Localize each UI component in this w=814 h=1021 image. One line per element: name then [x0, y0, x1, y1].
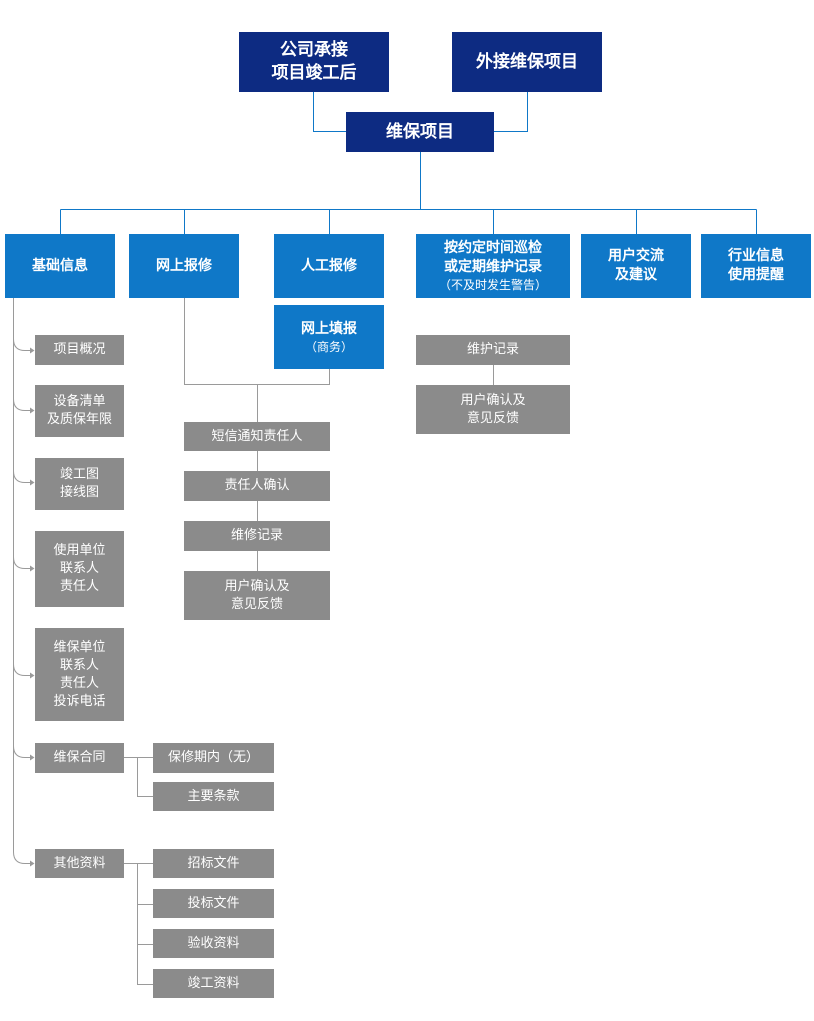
sms-notify-node: 短信通知责任人	[184, 422, 330, 451]
maintenance-unit-line1: 维保单位	[53, 639, 106, 655]
equipment-list-line2: 及质保年限	[46, 412, 112, 427]
maintenance-record-label: 维护记录	[466, 342, 519, 357]
online-fill-node: 网上填报 （商务）	[274, 305, 384, 369]
warranty-period-node: 保修期内（无）	[153, 743, 274, 773]
user-feedback-line2: 及建议	[615, 267, 657, 283]
patrol-node: 按约定时间巡检 或定期维护记录 （不及时发生警告）	[416, 234, 570, 298]
online-fill-note: （商务）	[304, 339, 353, 354]
online-fill-label: 网上填报	[301, 320, 357, 337]
completion-documents-node: 竣工资料	[153, 969, 274, 998]
patrol-user-confirm-line1: 用户确认及	[460, 392, 526, 408]
bid-submission-node: 投标文件	[153, 889, 274, 918]
user-unit-line1: 使用单位	[53, 543, 106, 558]
project-overview-label: 项目概况	[53, 342, 106, 357]
company-projects-line2: 项目竣工后	[271, 63, 357, 83]
sms-notify-label: 短信通知责任人	[211, 428, 303, 444]
manual-repair-label: 人工报修	[301, 257, 357, 274]
company-projects-line1: 公司承接	[280, 40, 348, 60]
patrol-note: （不及时发生警告）	[438, 278, 547, 292]
maintenance-project-node: 维保项目	[346, 112, 494, 152]
completion-drawing-line1: 竣工图	[59, 467, 99, 482]
maintenance-contract-label: 维保合同	[53, 750, 106, 765]
maintenance-contract-node: 维保合同	[35, 743, 124, 773]
main-terms-label: 主要条款	[187, 788, 240, 804]
user-unit-line2: 联系人	[59, 561, 99, 576]
patrol-user-confirm-node: 用户确认及 意见反馈	[416, 385, 570, 434]
bid-invitation-label: 招标文件	[187, 855, 240, 871]
maintenance-unit-line3: 责任人	[59, 675, 99, 691]
completion-documents-label: 竣工资料	[187, 975, 240, 991]
industry-info-line1: 行业信息	[728, 248, 784, 264]
user-unit-line3: 责任人	[59, 579, 99, 594]
repair-record-node: 维修记录	[184, 521, 330, 551]
warranty-period-label: 保修期内（无）	[167, 750, 259, 765]
user-unit-node: 使用单位 联系人 责任人	[35, 531, 124, 607]
online-repair-node: 网上报修	[129, 234, 239, 298]
completion-drawing-line2: 接线图	[59, 485, 99, 500]
acceptance-documents-node: 验收资料	[153, 929, 274, 958]
maintenance-unit-line4: 投诉电话	[53, 693, 106, 709]
basic-info-node: 基础信息	[5, 234, 115, 298]
patrol-user-confirm-line2: 意见反馈	[466, 410, 519, 426]
user-feedback-line1: 用户交流	[608, 248, 664, 264]
maintenance-record-node: 维护记录	[416, 335, 570, 365]
repair-user-confirm-line1: 用户确认及	[224, 578, 290, 594]
external-projects-node: 外接维保项目	[452, 32, 602, 92]
maintenance-unit-line2: 联系人	[59, 657, 99, 673]
industry-info-line2: 使用提醒	[728, 267, 784, 283]
maintenance-project-label: 维保项目	[386, 121, 454, 142]
repair-record-label: 维修记录	[230, 528, 283, 543]
responsible-confirm-node: 责任人确认	[184, 471, 330, 501]
repair-user-confirm-line2: 意见反馈	[230, 596, 283, 612]
equipment-list-node: 设备清单 及质保年限	[35, 385, 124, 437]
external-projects-label: 外接维保项目	[476, 51, 578, 72]
manual-repair-node: 人工报修	[274, 234, 384, 298]
other-documents-label: 其他资料	[53, 855, 106, 871]
equipment-list-line1: 设备清单	[53, 394, 106, 409]
company-projects-node: 公司承接 项目竣工后	[239, 32, 389, 92]
project-overview-node: 项目概况	[35, 335, 124, 365]
completion-drawing-node: 竣工图 接线图	[35, 458, 124, 510]
industry-info-node: 行业信息 使用提醒	[701, 234, 811, 298]
acceptance-documents-label: 验收资料	[187, 935, 240, 951]
bid-submission-label: 投标文件	[187, 895, 240, 911]
main-terms-node: 主要条款	[153, 782, 274, 811]
basic-info-label: 基础信息	[32, 257, 88, 274]
user-feedback-node: 用户交流 及建议	[581, 234, 691, 298]
bid-invitation-node: 招标文件	[153, 849, 274, 878]
responsible-confirm-label: 责任人确认	[224, 478, 290, 493]
online-repair-label: 网上报修	[156, 257, 212, 274]
other-documents-node: 其他资料	[35, 849, 124, 878]
maintenance-unit-node: 维保单位 联系人 责任人 投诉电话	[35, 628, 124, 721]
patrol-line1: 按约定时间巡检	[444, 240, 542, 256]
repair-user-confirm-node: 用户确认及 意见反馈	[184, 571, 330, 620]
patrol-line2: 或定期维护记录	[444, 259, 542, 275]
